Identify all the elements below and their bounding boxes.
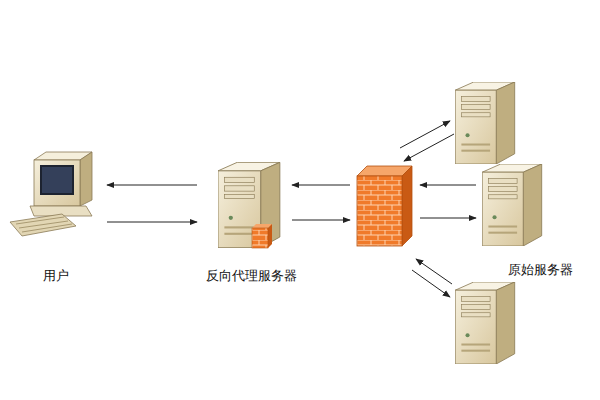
node-label: 反向代理服务器 [200,268,302,284]
node-label: 原始服务器 [478,262,600,278]
firewall-icon [357,166,412,246]
node-label: 用户 [8,268,104,284]
origin-server-icon [455,282,514,364]
proxy-firewall-badge [252,224,272,248]
server-node: 原始服务器 [478,160,600,278]
proxy-server-icon [218,162,280,247]
server-node: 用户 [8,150,104,284]
computer-icon [10,152,92,236]
connector-arrow [107,222,197,223]
flow-arrows [292,121,476,297]
origin-server-icon [482,164,541,246]
connector-arrow [107,185,197,186]
server-node: 反向代理服务器 [200,158,302,284]
origin-server-icon [455,82,514,164]
